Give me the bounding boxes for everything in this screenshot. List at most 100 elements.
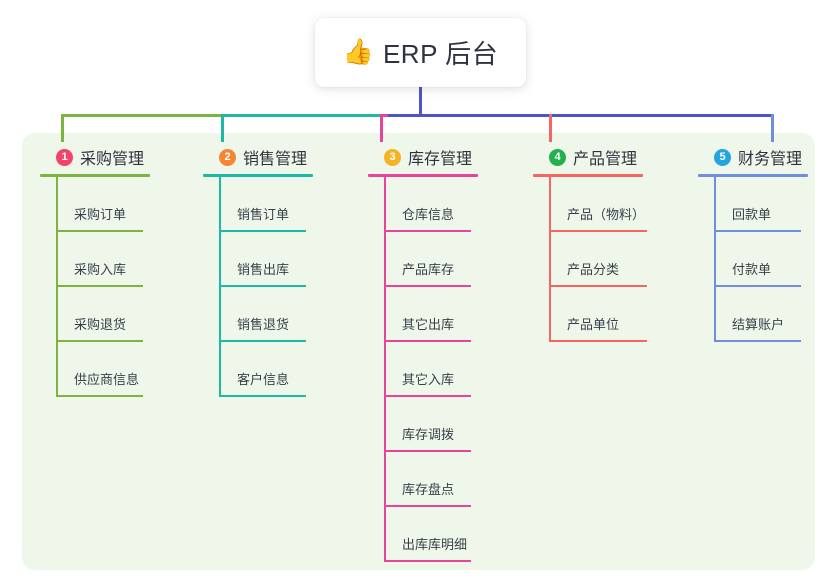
branch-item-rule	[384, 395, 471, 397]
branch-item-rule	[714, 340, 801, 342]
branch-title: 财务管理	[738, 151, 803, 168]
branch-spine	[549, 177, 551, 342]
root-node-erp-backend[interactable]: 👍 ERP 后台	[315, 18, 526, 87]
branch-item-rule	[384, 450, 471, 452]
branch-item-label: 采购入库	[74, 262, 127, 277]
branch-item-label: 回款单	[732, 207, 772, 222]
bus-segment	[221, 114, 380, 117]
branch-spine	[56, 177, 58, 397]
branch-item[interactable]: 付款单	[714, 232, 808, 287]
branch-header-rule	[203, 174, 313, 177]
branch-item-label: 结算账户	[732, 317, 785, 332]
branch-header-rule	[533, 174, 643, 177]
branch-drop-connector	[61, 114, 64, 142]
branch-item-list: 产品（物料） 产品分类产品单位	[533, 177, 647, 342]
branch-title: 库存管理	[408, 151, 473, 168]
branch-item-label: 库存盘点	[402, 482, 455, 497]
branch-item-rule	[56, 230, 143, 232]
branch-item-rule	[714, 285, 801, 287]
branch-item[interactable]: 库存盘点	[384, 452, 478, 507]
branch-销售管理: 2 销售管理销售订单销售出库销售退货客户信息	[203, 145, 313, 397]
branch-item-rule	[384, 505, 471, 507]
branch-采购管理: 1 采购管理采购订单采购入库采购退货供应商信息	[40, 145, 150, 397]
branch-产品管理: 4 产品管理产品（物料） 产品分类产品单位	[533, 145, 647, 342]
branch-item-rule	[56, 285, 143, 287]
root-node-title: ERP 后台	[382, 39, 499, 69]
bus-segment	[388, 114, 774, 117]
branch-库存管理: 3 库存管理仓库信息产品库存其它出库其它入库库存调拨库存盘点出库库明细	[368, 145, 478, 562]
branch-item[interactable]: 销售出库	[219, 232, 313, 287]
branch-item-label: 销售退货	[237, 317, 290, 332]
branch-item-label: 出库库明细	[402, 537, 468, 552]
branch-item-rule	[549, 340, 647, 342]
bus-segment	[61, 114, 221, 117]
branch-item-label: 产品库存	[402, 262, 455, 277]
branch-number-badge: 4	[549, 148, 566, 166]
branch-item[interactable]: 库存调拨	[384, 397, 478, 452]
branch-item-label: 销售订单	[237, 207, 290, 222]
branch-item[interactable]: 销售订单	[219, 177, 313, 232]
branch-header[interactable]: 4 产品管理	[533, 145, 643, 169]
branch-item-label: 采购退货	[74, 317, 127, 332]
branch-number-badge: 1	[56, 148, 73, 166]
branch-item[interactable]: 销售退货	[219, 287, 313, 342]
branch-item-label: 其它入库	[402, 372, 455, 387]
branch-item-rule	[384, 340, 471, 342]
branch-item[interactable]: 回款单	[714, 177, 808, 232]
branch-item-rule	[219, 395, 306, 397]
branch-drop-connector	[549, 114, 552, 142]
branch-item-label: 产品单位	[567, 317, 620, 332]
branch-item-rule	[219, 230, 306, 232]
branch-item[interactable]: 采购退货	[56, 287, 150, 342]
branch-item-rule	[714, 230, 801, 232]
branch-item-rule	[384, 285, 471, 287]
branch-item-label: 产品（物料）	[567, 207, 646, 222]
branch-item-rule	[56, 340, 143, 342]
branch-spine	[384, 177, 386, 562]
branch-item[interactable]: 其它入库	[384, 342, 478, 397]
branch-item[interactable]: 供应商信息	[56, 342, 150, 397]
branch-header[interactable]: 1 采购管理	[40, 145, 150, 169]
branch-item[interactable]: 客户信息	[219, 342, 313, 397]
branch-item[interactable]: 产品单位	[549, 287, 647, 342]
branch-item-list: 仓库信息产品库存其它出库其它入库库存调拨库存盘点出库库明细	[368, 177, 478, 562]
branch-spine	[714, 177, 716, 342]
thumbs-up-icon: 👍	[342, 38, 374, 66]
branch-header-rule	[368, 174, 478, 177]
branch-title: 采购管理	[80, 151, 145, 168]
branch-item-label: 客户信息	[237, 372, 290, 387]
branch-item[interactable]: 采购入库	[56, 232, 150, 287]
branch-header[interactable]: 2 销售管理	[203, 145, 313, 169]
branch-item-label: 采购订单	[74, 207, 127, 222]
branch-item[interactable]: 产品库存	[384, 232, 478, 287]
branch-spine	[219, 177, 221, 397]
branch-number-badge: 2	[219, 148, 236, 166]
branch-item-label: 销售出库	[237, 262, 290, 277]
branch-item[interactable]: 采购订单	[56, 177, 150, 232]
branch-title: 销售管理	[243, 151, 308, 168]
branch-item[interactable]: 出库库明细	[384, 507, 478, 562]
bus-segment	[380, 114, 388, 117]
branch-item[interactable]: 产品分类	[549, 232, 647, 287]
branch-title: 产品管理	[573, 151, 638, 168]
branch-item-rule	[549, 230, 647, 232]
branch-drop-connector	[771, 114, 774, 142]
branch-header-rule	[698, 174, 808, 177]
branch-item-label: 产品分类	[567, 262, 620, 277]
branches-panel	[22, 133, 815, 570]
branch-item-rule	[219, 340, 306, 342]
branch-item-rule	[384, 230, 471, 232]
branch-item[interactable]: 产品（物料）	[549, 177, 647, 232]
branch-header[interactable]: 3 库存管理	[368, 145, 478, 169]
branch-item-label: 仓库信息	[402, 207, 455, 222]
branch-drop-connector	[380, 114, 383, 142]
branch-item[interactable]: 结算账户	[714, 287, 808, 342]
branch-item[interactable]: 其它出库	[384, 287, 478, 342]
branch-item[interactable]: 仓库信息	[384, 177, 478, 232]
branch-item-list: 销售订单销售出库销售退货客户信息	[203, 177, 313, 397]
branch-item-label: 库存调拨	[402, 427, 455, 442]
branch-number-badge: 3	[384, 148, 401, 166]
